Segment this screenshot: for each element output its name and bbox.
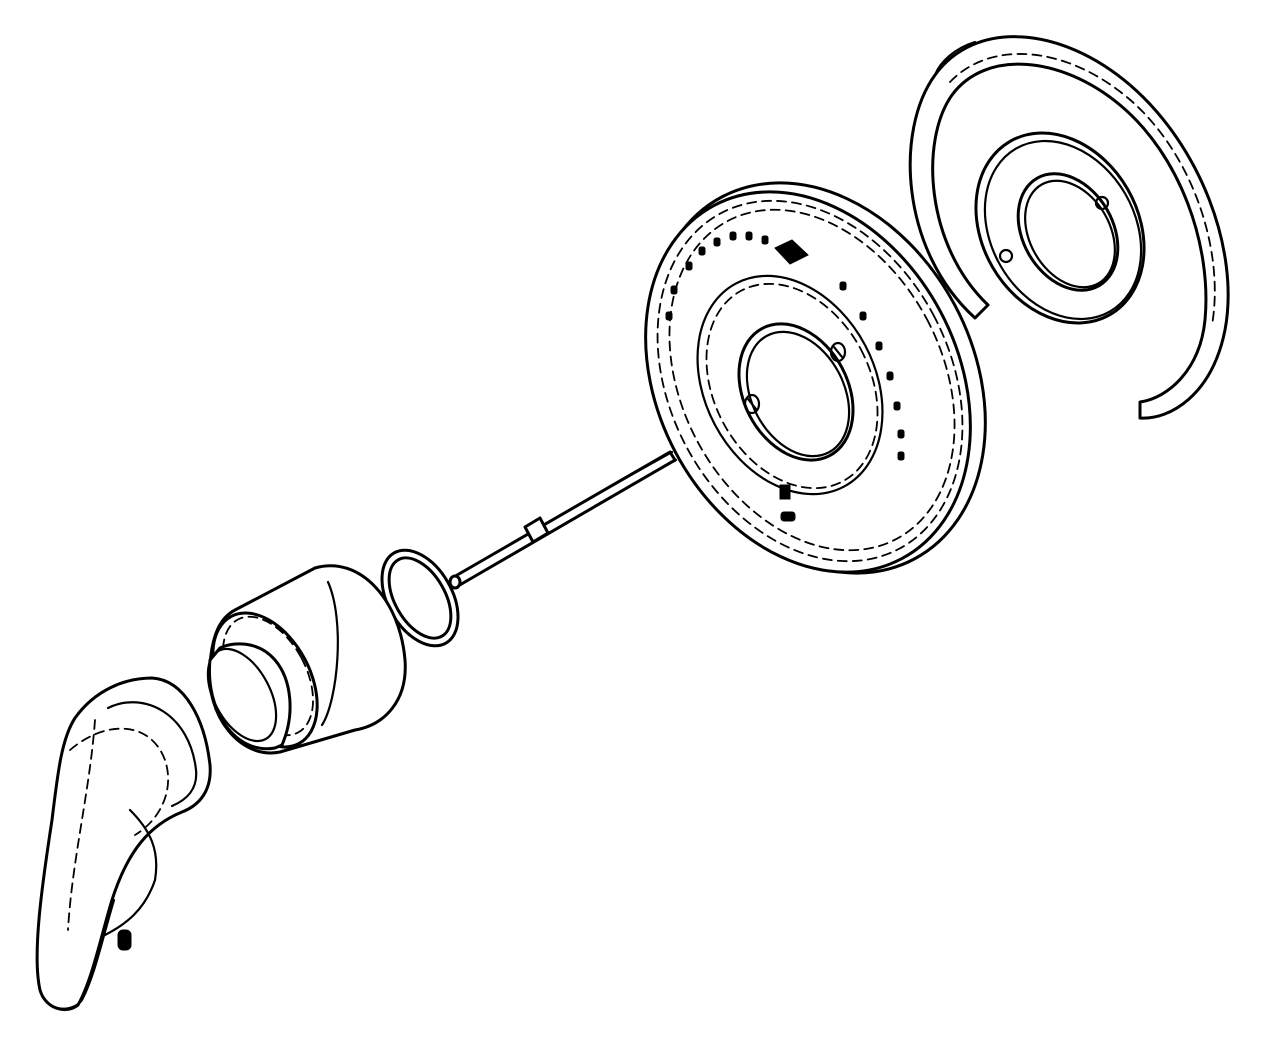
mounting-plate-bore-inner [1024,179,1116,289]
lever-handle-lower-edge [42,898,116,1010]
sleeve-inner-tube-rim [206,647,278,743]
escutcheon-bore-inner [745,330,851,458]
spindle-thread [588,450,678,508]
mounting-ring-hidden-edge [949,53,1216,326]
set-screw-icon [117,929,132,951]
escutcheon-bore [737,322,855,462]
escutcheon-plate [644,181,987,575]
indicator-dot [893,401,901,411]
indicator-dot [897,429,905,439]
spindle-rod [450,450,677,588]
indicator-dot [859,311,867,321]
escutcheon-screw-2 [743,393,761,415]
mounting-plate-screw-hole-1 [1094,195,1110,211]
mounting-plate [908,35,1230,420]
escutcheon-hidden-rim-inner [668,208,956,552]
indicator-dot [665,311,673,321]
lever-handle-groove [103,808,158,937]
mounting-ring-thickness [933,40,977,77]
escutcheon-hidden-rim-outer [656,199,964,563]
indicator-dot [886,371,894,381]
indicator-dot [698,246,706,256]
spindle-end [448,574,462,590]
indicator-dot [729,231,737,241]
sleeve-front-rim-hidden [222,615,314,737]
indicator-dot [839,281,847,291]
sleeve-inner-tube [207,642,292,751]
hot-symbol-icon [774,239,809,265]
indicator-dot [875,341,883,351]
sleeve-step-line [320,580,339,727]
temperature-indicator-dots [665,231,905,461]
indicator-dot [670,285,678,295]
cold-mark-icon [780,511,796,522]
cold-symbol-icon [779,484,791,500]
lever-handle-hub [106,701,198,808]
spindle-collar [523,516,550,544]
lever-handle-body [35,676,212,1011]
indicator-dot [713,237,721,247]
mounting-ring-outer [908,35,1230,420]
indicator-dot [761,235,769,245]
escutcheon-centre-ring-hidden [705,282,879,490]
lever-handle [35,676,212,1011]
mounting-plate-screw-hole-2 [998,248,1014,264]
mounting-inner-plate-rim [983,139,1143,321]
handle-adapter-sleeve [206,564,407,755]
spindle-extension [448,450,678,590]
indicator-dot [685,261,693,271]
escutcheon-centre-ring [696,274,884,496]
set-screw [117,929,132,951]
lever-handle-hidden-hub [69,727,170,836]
escutcheon-screw-1 [829,341,847,363]
o-ring-inner [387,556,453,640]
mounting-plate-bore [1016,172,1120,292]
lever-handle-hidden-edge [67,719,96,931]
indicator-dot [897,451,905,461]
indicator-dot [745,231,753,241]
